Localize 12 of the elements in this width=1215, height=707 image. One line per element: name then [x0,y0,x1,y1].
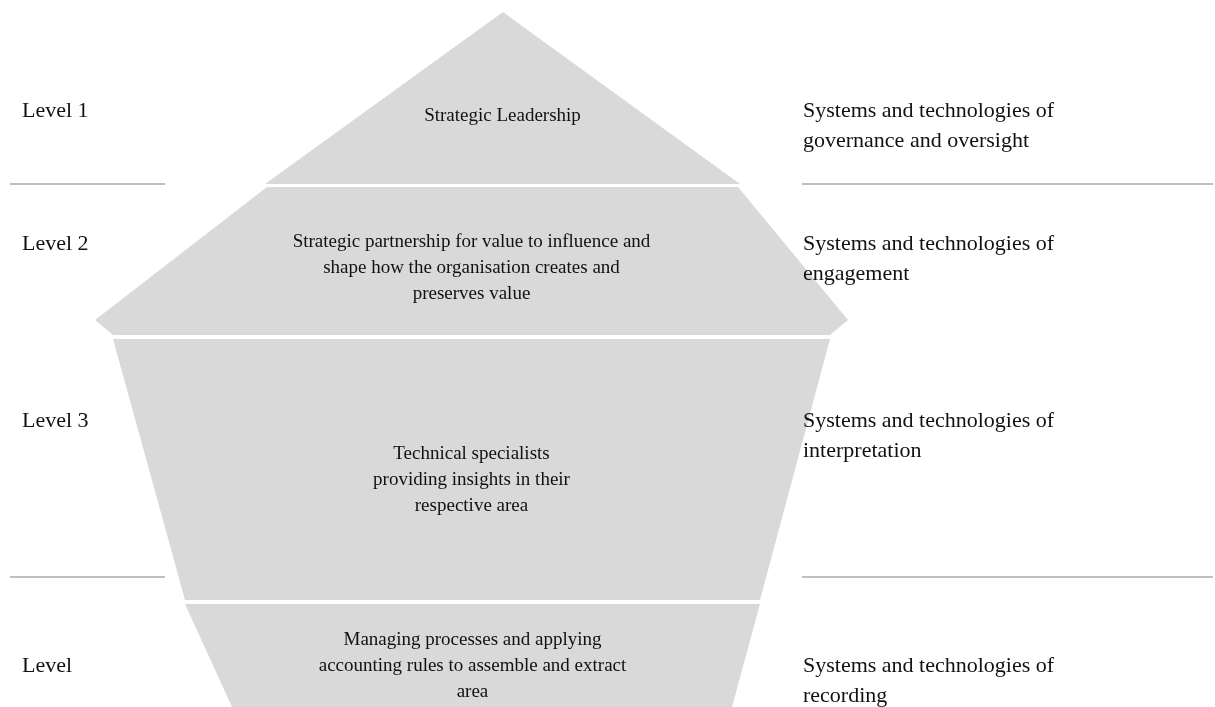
band-text: Strategic Leadership [423,103,582,127]
level-label: Level 1 [22,96,90,124]
layer-description: Systems and technologies of engagement [803,229,1056,287]
band-text: Technical specialists providing insights in their respective area [372,441,571,517]
level-label: Level 3 [22,406,90,434]
band-text: Strategic partnership for value to influence and shape how the organisation creates and preserves value [291,229,652,305]
layer-description: Systems and technologies of interpretation [803,406,1056,464]
level-label: Level 2 [22,229,90,257]
layer-description: Systems and technologies of governance and oversight [803,96,1056,154]
band-text: Managing processes and applying accounting rules to assemble and extract area [317,627,628,703]
layer-description: Systems and technologies of recording [803,651,1056,707]
level-label: Level [22,651,74,679]
